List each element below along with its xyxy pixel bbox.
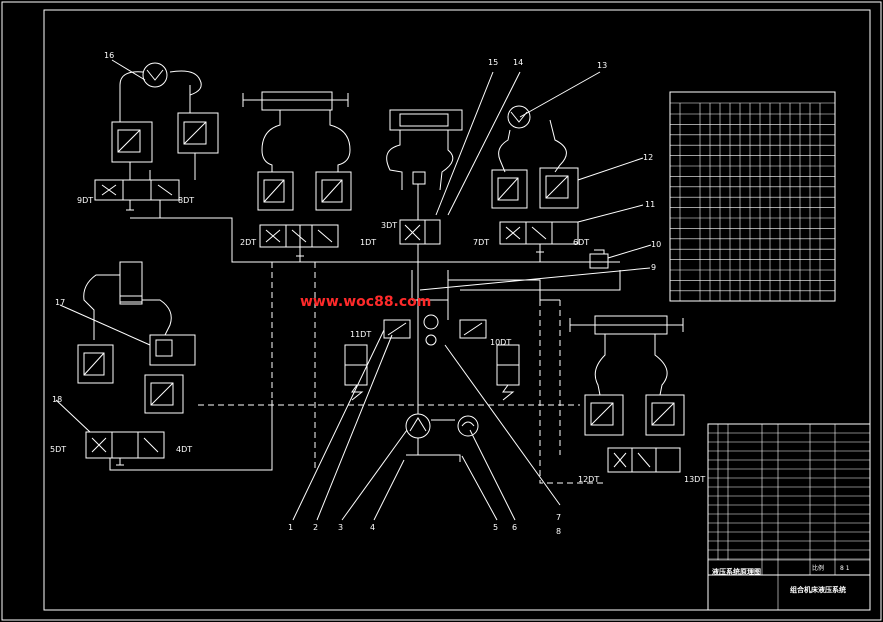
label-7dt: 7DT (473, 238, 489, 247)
callout-18: 18 (52, 395, 62, 404)
callout-numbers: 16 13 14 15 12 11 10 9 17 18 1 2 3 4 5 6… (52, 51, 661, 536)
callout-12: 12 (643, 153, 653, 162)
label-4dt: 4DT (176, 445, 192, 454)
callout-6: 6 (512, 523, 517, 532)
solenoid-labels: 9DT 8DT 2DT 1DT 3DT 7DT 6DT 5DT 4DT 12DT… (50, 196, 705, 484)
callout-14: 14 (513, 58, 523, 67)
unit-cylinder-d (569, 315, 685, 473)
callout-10: 10 (651, 240, 661, 249)
callout-13: 13 (597, 61, 607, 70)
drawing-title-right: 组合机床液压系统 (790, 585, 846, 594)
drawing-title: 液压系统原理图 (712, 567, 761, 576)
unit-motor-16 (94, 62, 219, 219)
title-block (707, 423, 871, 611)
action-table (669, 91, 836, 302)
callout-5: 5 (493, 523, 498, 532)
callout-15: 15 (488, 58, 498, 67)
valve-10 (589, 249, 609, 269)
label-8dt: 8DT (178, 196, 194, 205)
label-11dt: 11DT (350, 330, 371, 339)
label-12dt: 12DT (578, 475, 599, 484)
callout-2: 2 (313, 523, 318, 532)
pipelines (109, 85, 621, 484)
callout-1: 1 (288, 523, 293, 532)
callout-3: 3 (338, 523, 343, 532)
callout-8: 8 (556, 527, 561, 536)
label-1dt: 1DT (360, 238, 376, 247)
callout-9: 9 (651, 263, 656, 272)
callout-11: 11 (645, 200, 655, 209)
label-13dt: 13DT (684, 475, 705, 484)
unit-cylinder-a (242, 91, 352, 257)
callout-4: 4 (370, 523, 375, 532)
callout-7: 7 (556, 513, 561, 522)
label-10dt: 10DT (490, 338, 511, 347)
label-2dt: 2DT (240, 238, 256, 247)
label-6dt: 6DT (573, 238, 589, 247)
label-9dt: 9DT (77, 196, 93, 205)
scale-value: 8 1 (840, 565, 850, 572)
unit-motor-13 (491, 105, 579, 253)
unit-cylinder-b (386, 109, 463, 245)
watermark: www.woc88.com (300, 294, 431, 310)
scale-label: 比例 (812, 564, 824, 572)
callout-leaders (55, 59, 652, 521)
callout-16: 16 (104, 51, 114, 60)
callout-17: 17 (55, 298, 65, 307)
unit-cylinder-c (77, 261, 196, 466)
inner-border (43, 9, 871, 611)
label-3dt: 3DT (381, 221, 397, 230)
label-5dt: 5DT (50, 445, 66, 454)
